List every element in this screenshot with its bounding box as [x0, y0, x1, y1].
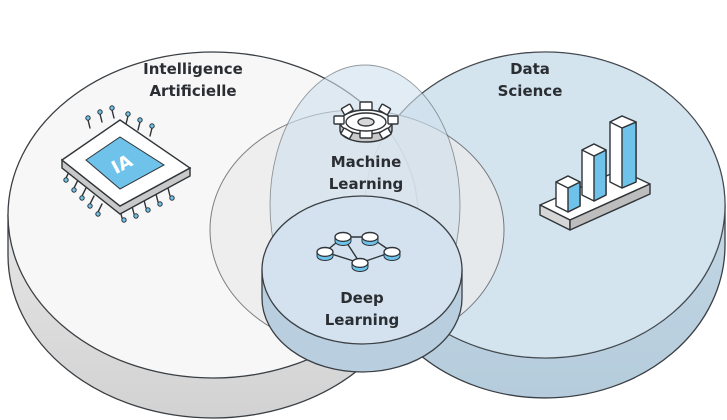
deep-learning-label-line2: Learning [324, 311, 400, 329]
deep-learning-label-line1: Deep [340, 289, 384, 307]
data-science-label-line1: Data [510, 60, 550, 78]
chip-icon: IA [60, 105, 192, 223]
neural-network-icon [316, 231, 401, 272]
ai-label: Intelligence Artificielle [118, 58, 268, 102]
gear-icon [333, 101, 399, 143]
machine-learning-label-line2: Learning [328, 175, 404, 193]
bar-chart-icon [539, 115, 651, 231]
deep-learning-label: Deep Learning [302, 287, 422, 331]
ai-label-line1: Intelligence [143, 60, 243, 78]
data-science-label-line2: Science [497, 82, 563, 100]
machine-learning-label: Machine Learning [306, 151, 426, 195]
machine-learning-label-line1: Machine [330, 153, 402, 171]
deep-learning-disc [261, 195, 463, 373]
data-science-label: Data Science [470, 58, 590, 102]
ai-label-line2: Artificielle [149, 82, 237, 100]
